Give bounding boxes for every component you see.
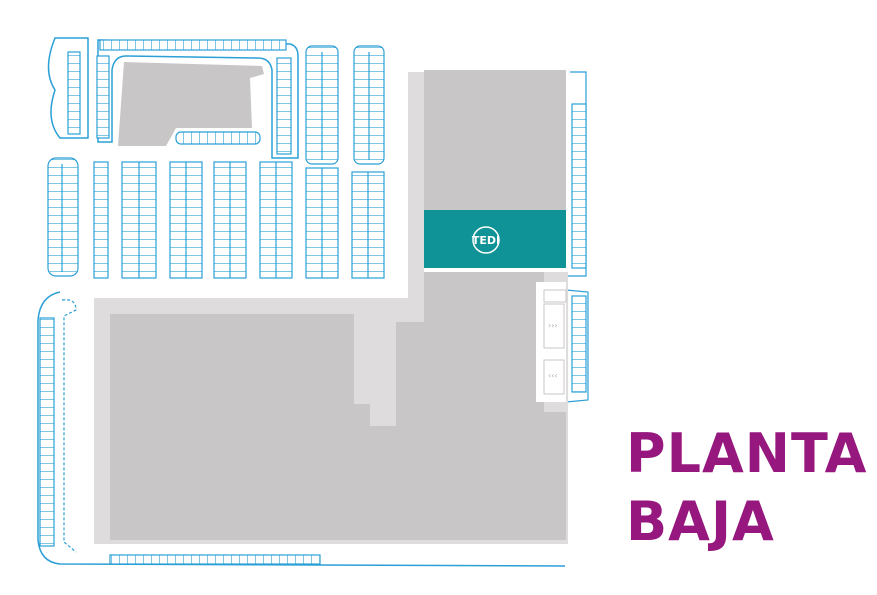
kiosk-building	[118, 62, 264, 146]
floor-label: PLANTA BAJA	[626, 420, 867, 556]
parking-island-top-left	[47, 37, 89, 139]
parking-stalls	[99, 39, 287, 51]
parking-stalls	[109, 554, 321, 565]
parking-column-left	[37, 291, 566, 567]
tedi-logo: TEDI	[472, 226, 500, 254]
parking-stalls	[96, 55, 110, 139]
parking-stalls	[571, 295, 587, 393]
parking-stalls	[39, 317, 55, 547]
entrance-stairs: ››› ‹‹‹	[536, 282, 567, 402]
floor-label-line1: PLANTA	[626, 422, 868, 485]
parking-stalls	[175, 131, 261, 145]
parking-stalls	[276, 57, 292, 155]
parking-stalls	[47, 157, 79, 277]
parking-stalls	[67, 51, 81, 135]
parking-stalls	[571, 103, 587, 269]
tedi-logo-label: TEDI	[472, 234, 500, 247]
parking-area	[37, 37, 589, 567]
svg-text:‹‹‹: ‹‹‹	[548, 371, 558, 380]
main-store-block	[110, 272, 566, 540]
parking-stalls	[93, 161, 109, 279]
svg-text:›››: ›››	[548, 321, 558, 330]
store-block-upper	[424, 70, 566, 210]
parking-ring-top	[97, 39, 299, 159]
mall-building: ››› ‹‹‹ TEDI	[94, 70, 568, 544]
floor-label-line2: BAJA	[626, 490, 775, 553]
store-tedi[interactable]	[424, 210, 566, 268]
